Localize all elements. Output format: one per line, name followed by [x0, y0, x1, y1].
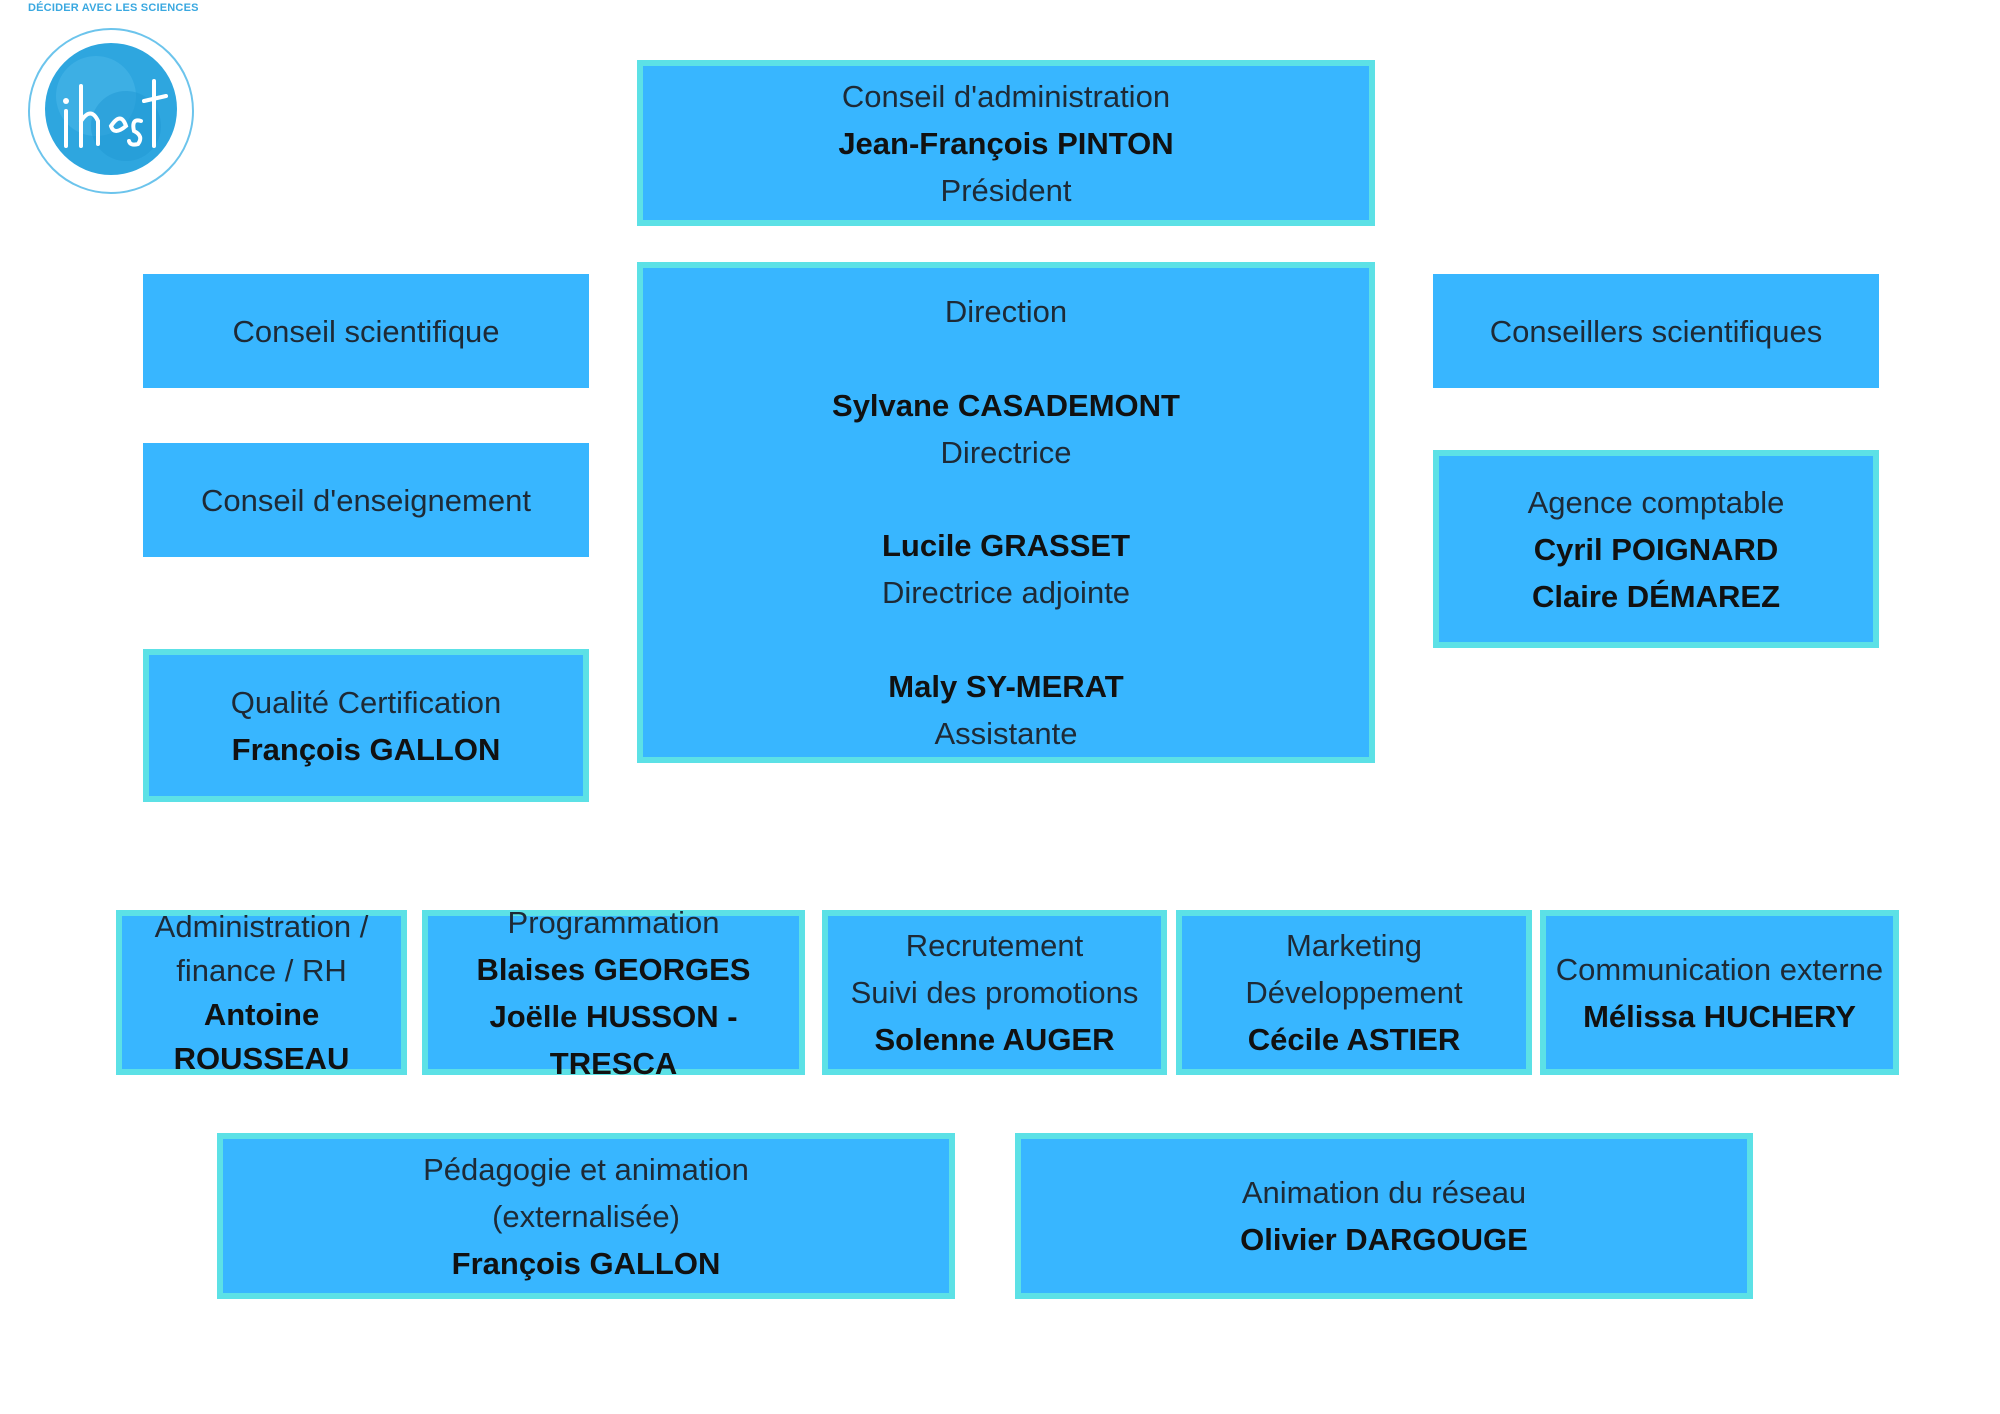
person-name: Sylvane CASADEMONT: [832, 387, 1180, 423]
pedagogie-box: Pédagogie et animation (externalisée) Fr…: [217, 1133, 955, 1299]
person-name: Blaises GEORGES: [476, 951, 751, 987]
box-title: Communication externe: [1555, 951, 1884, 987]
box-title: Conseil scientifique: [232, 313, 500, 349]
box-title: Direction: [944, 294, 1068, 329]
person-name: Joëlle HUSSON -TRESCA: [489, 998, 738, 1081]
person-role: Assistante: [934, 716, 1078, 752]
logo-tagline: DÉCIDER AVEC LES SCIENCES: [28, 2, 199, 14]
communication-box: Communication externe Mélissa HUCHERY: [1540, 910, 1899, 1075]
agence-comptable-box: Agence comptable Cyril POIGNARD Claire D…: [1433, 450, 1879, 648]
box-title: Conseil d'administration: [841, 78, 1171, 114]
programmation-box: Programmation Blaises GEORGES Joëlle HUS…: [422, 905, 805, 1081]
box-title: Marketing: [1285, 928, 1423, 963]
box-title: finance / RH: [176, 952, 347, 988]
ihest-logo: [28, 28, 194, 194]
conseil-administration-box: Conseil d'administration Jean-François P…: [637, 60, 1375, 226]
person-name: Jean-François PINTON: [838, 125, 1174, 161]
person-name: Claire DÉMAREZ: [1531, 578, 1781, 614]
box-title: Administration /: [154, 908, 369, 944]
qualite-certification-box: Qualité Certification François GALLON: [143, 649, 589, 802]
person-name: Cécile ASTIER: [1247, 1022, 1461, 1057]
person-name: Mélissa HUCHERY: [1583, 998, 1856, 1034]
animation-reseau-box: Animation du réseau Olivier DARGOUGE: [1015, 1133, 1753, 1299]
person-name: Lucile GRASSET: [881, 528, 1131, 564]
box-title: Développement: [1245, 975, 1463, 1010]
box-title: Animation du réseau: [1241, 1175, 1527, 1210]
person-name: Cyril POIGNARD: [1533, 531, 1779, 567]
person-role: Président: [940, 172, 1072, 208]
box-title: Recrutement: [905, 928, 1084, 963]
person-name: Antoine ROUSSEAU: [173, 996, 350, 1076]
person-name: François GALLON: [231, 731, 501, 767]
box-title: Programmation: [507, 904, 720, 940]
box-title: (externalisée): [492, 1198, 680, 1234]
box-title: Conseillers scientifiques: [1489, 313, 1823, 349]
box-title: Suivi des promotions: [850, 975, 1139, 1010]
administration-box: Administration / finance / RH Antoine RO…: [116, 909, 407, 1076]
person-name: François GALLON: [451, 1245, 721, 1281]
person-role: Directrice: [940, 434, 1072, 470]
conseil-enseignement-box: Conseil d'enseignement: [143, 443, 589, 557]
person-name: Maly SY-MERAT: [888, 669, 1124, 705]
box-title: Agence comptable: [1527, 484, 1785, 520]
person-role: Directrice adjointe: [881, 575, 1131, 611]
box-title: Pédagogie et animation: [423, 1151, 749, 1187]
conseillers-scientifiques-box: Conseillers scientifiques: [1433, 274, 1879, 388]
marketing-box: Marketing Développement Cécile ASTIER: [1176, 910, 1532, 1075]
person-name: Olivier DARGOUGE: [1240, 1222, 1528, 1257]
box-title: Conseil d'enseignement: [201, 482, 531, 518]
box-title: Qualité Certification: [230, 684, 502, 720]
direction-box: Direction Sylvane CASADEMONT Directrice …: [637, 262, 1375, 763]
conseil-scientifique-box: Conseil scientifique: [143, 274, 589, 388]
person-name: Solenne AUGER: [874, 1022, 1115, 1057]
recrutement-box: Recrutement Suivi des promotions Solenne…: [822, 910, 1167, 1075]
